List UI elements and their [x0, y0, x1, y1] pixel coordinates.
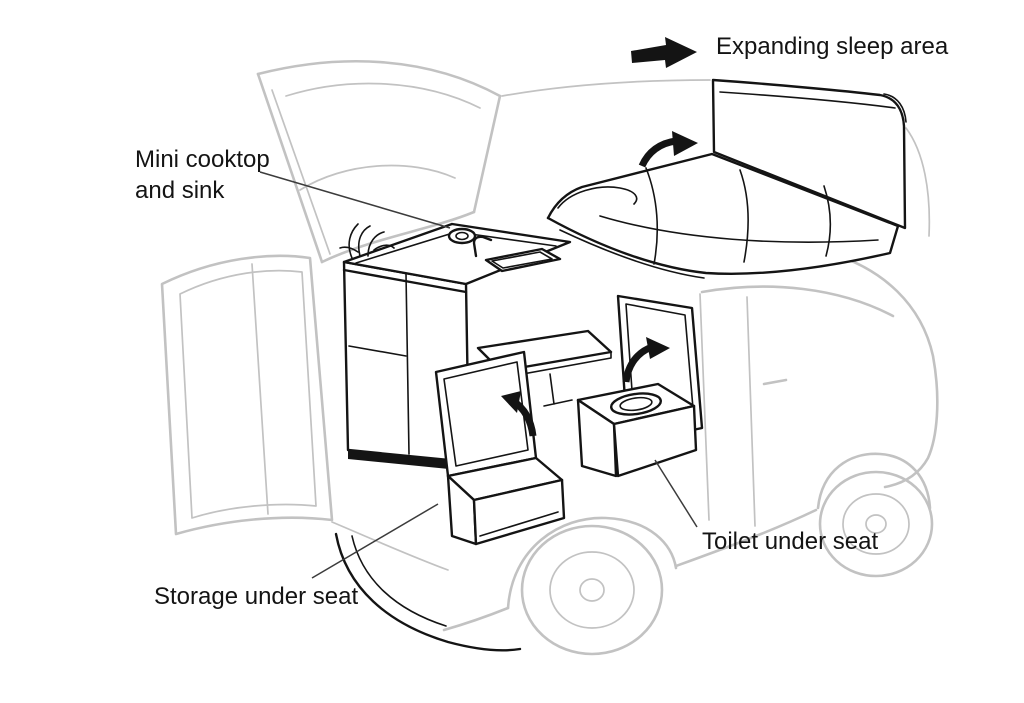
label-toilet-under-seat: Toilet under seat: [702, 528, 879, 555]
storage-seat: [434, 350, 566, 546]
bed-mattress: [546, 152, 900, 279]
rear-door-sketch: [160, 254, 334, 536]
kitchen-counter: [342, 222, 572, 471]
plant: [339, 223, 395, 259]
van-body-sketch: [331, 79, 939, 632]
bed-headboard: [711, 78, 907, 230]
bed-fold-arrow-icon: [638, 131, 698, 168]
sink: [484, 247, 562, 273]
label-storage-under-seat: Storage under seat: [154, 583, 359, 610]
storage-lid-arrow-icon: [501, 391, 537, 437]
cooktop-leader-line: [259, 171, 451, 229]
front-wheel: [818, 470, 934, 578]
label-mini-cooktop-line2: and sink: [135, 177, 225, 204]
toilet-leader-line: [654, 459, 698, 528]
toilet-seat: [576, 294, 704, 478]
storage-leader-line: [311, 503, 439, 579]
label-expanding-sleep-area: Expanding sleep area: [716, 33, 949, 60]
rear-bumper-sketch: [334, 532, 522, 652]
toilet-bowl: [610, 392, 662, 416]
label-mini-cooktop-and-sink: Mini cooktop and sink: [135, 144, 270, 206]
toilet-lid-arrow-icon: [622, 337, 670, 383]
rear-wheel: [520, 524, 664, 656]
cooktop-burner: [447, 227, 477, 245]
faucet: [472, 235, 493, 258]
tailgate-sketch: [256, 59, 502, 264]
label-mini-cooktop-line1: Mini cooktop: [135, 146, 270, 173]
expand-arrow-icon: [631, 37, 697, 68]
